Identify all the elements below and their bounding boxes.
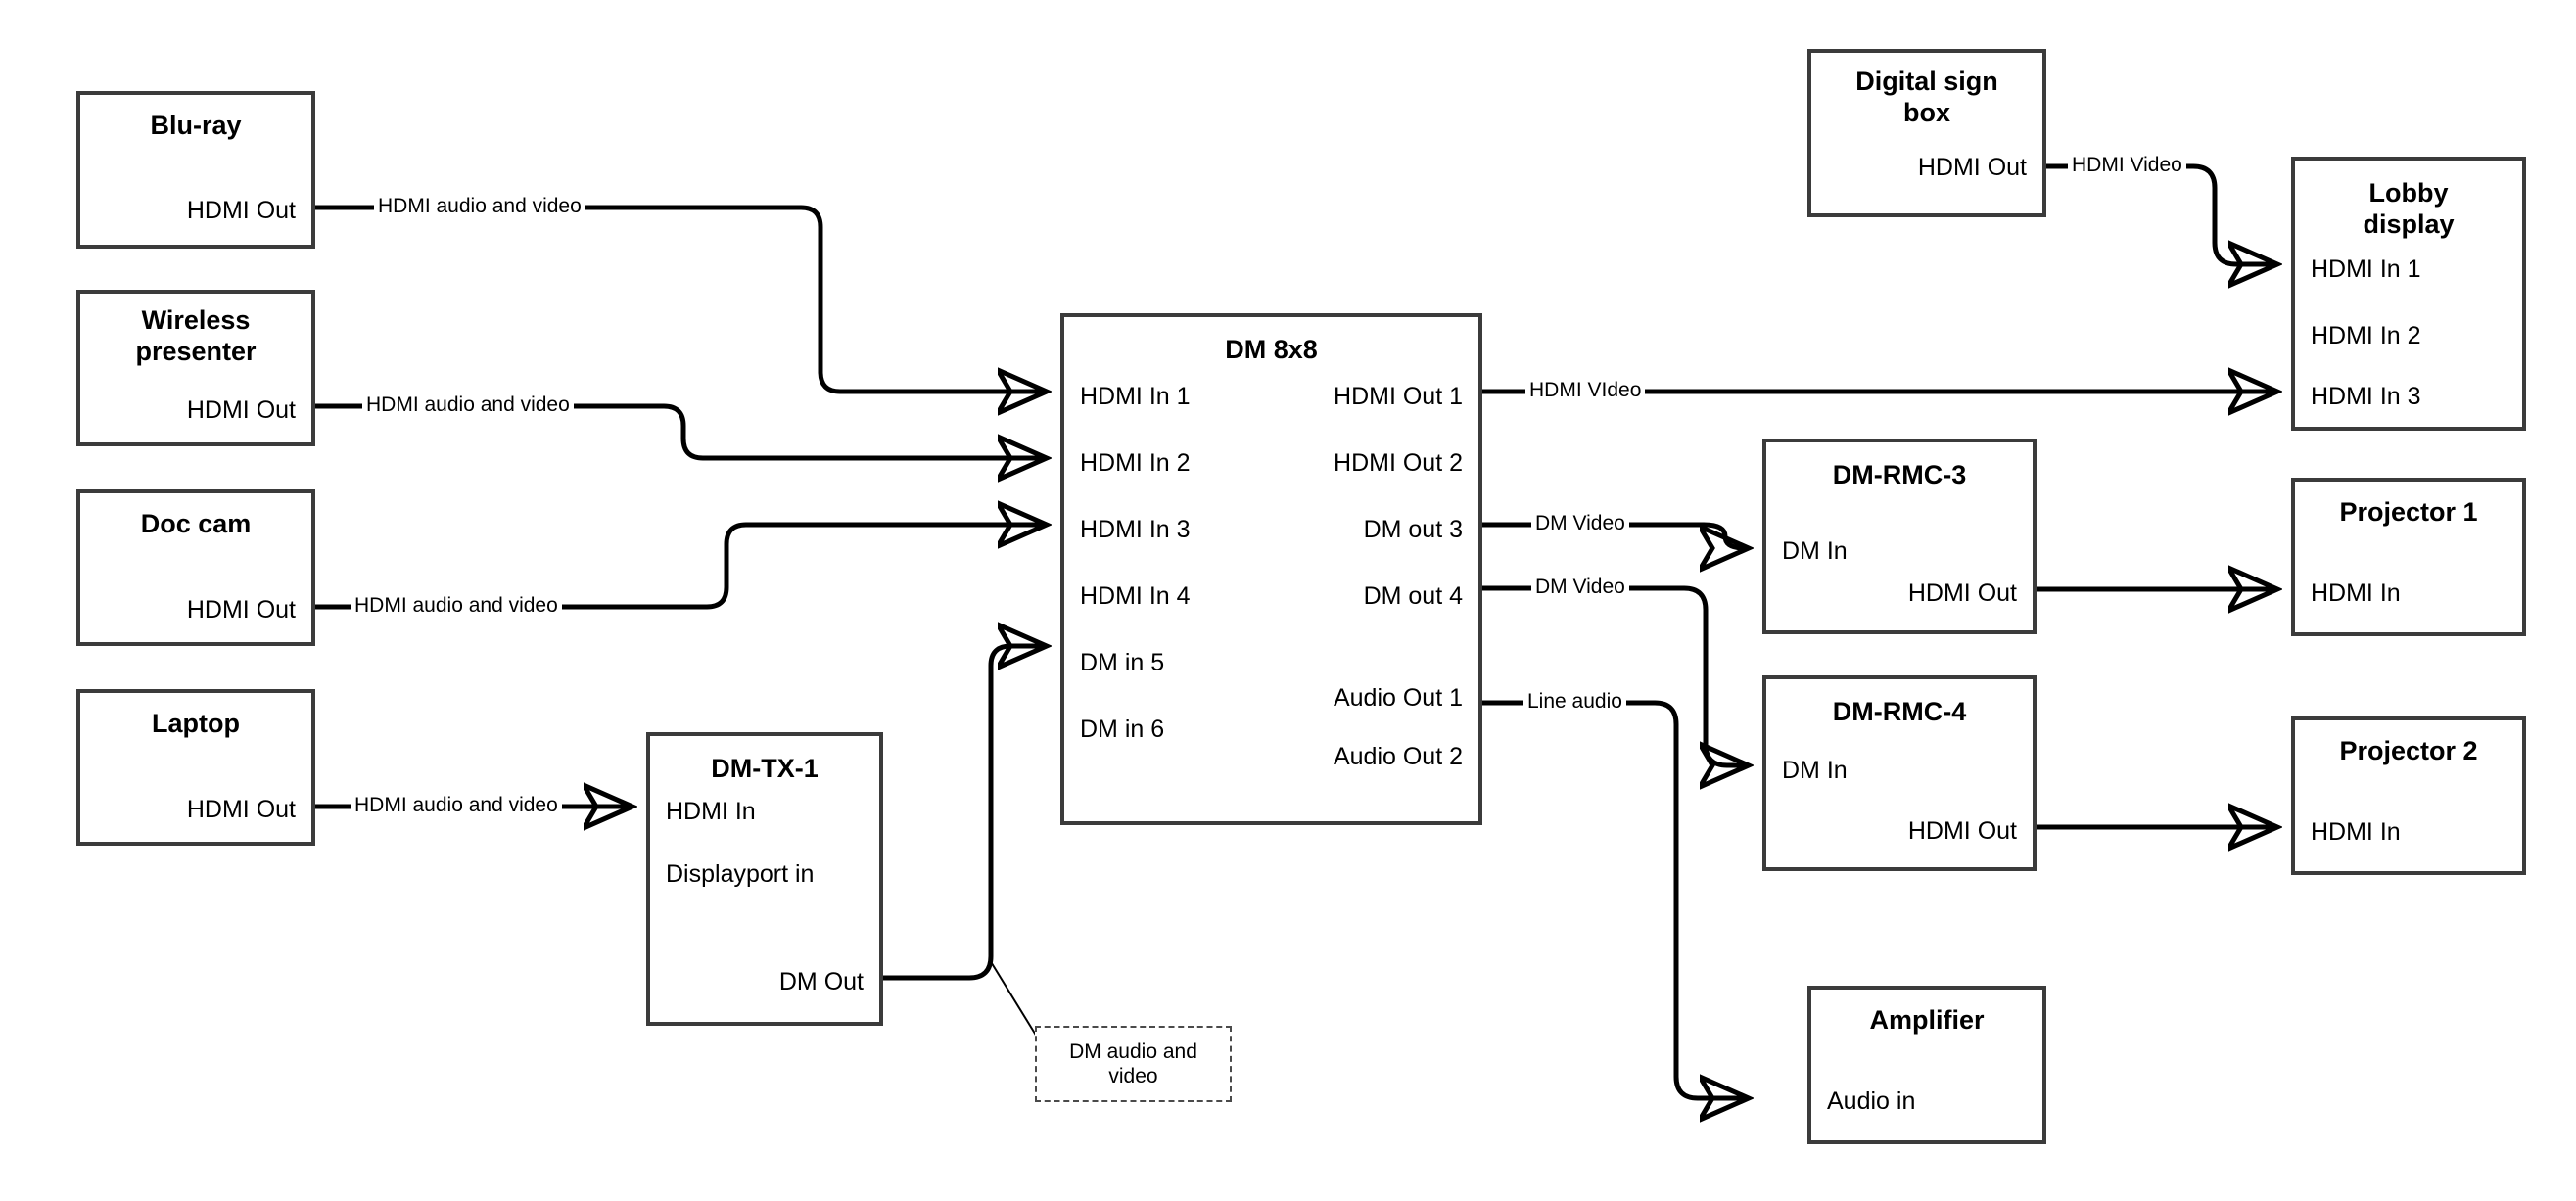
edge-label-dmout4-rmc4: DM Video	[1531, 576, 1629, 599]
node-dm-8x8-port-hdmi-in-4[interactable]: HDMI In 4	[1080, 582, 1191, 610]
node-lobby-display[interactable]: Lobby display HDMI In 1 HDMI In 2 HDMI I…	[2291, 157, 2526, 431]
callout-leader-line	[989, 959, 1041, 1042]
node-dm-rmc-3-port-dm-in[interactable]: DM In	[1782, 537, 1848, 565]
edge-label-audioout1-amplifier: Line audio	[1523, 690, 1626, 714]
node-digital-sign-box[interactable]: Digital sign box HDMI Out	[1807, 49, 2046, 217]
node-projector-1[interactable]: Projector 1 HDMI In	[2291, 478, 2526, 636]
node-wireless-presenter-port-hdmi-out[interactable]: HDMI Out	[186, 396, 296, 424]
node-dm-rmc-3-title: DM-RMC-3	[1832, 460, 1967, 489]
node-dm-tx-1-port-dm-out[interactable]: DM Out	[778, 968, 864, 995]
node-lobby-display-port-hdmi-in-3[interactable]: HDMI In 3	[2311, 383, 2421, 410]
node-dm-rmc-3[interactable]: DM-RMC-3 DM In HDMI Out	[1762, 439, 2037, 634]
node-dm-rmc-3-port-hdmi-out[interactable]: HDMI Out	[1907, 579, 2017, 607]
node-dm-8x8[interactable]: DM 8x8 HDMI In 1 HDMI In 2 HDMI In 3 HDM…	[1060, 313, 1482, 825]
node-wireless-presenter[interactable]: Wireless presenter HDMI Out	[76, 290, 315, 446]
node-dm-8x8-port-dm-out-3[interactable]: DM out 3	[1363, 516, 1463, 543]
node-amplifier-title: Amplifier	[1869, 1005, 1985, 1035]
node-lobby-display-port-hdmi-in-1[interactable]: HDMI In 1	[2311, 255, 2421, 283]
node-projector-1-title: Projector 1	[2339, 497, 2478, 527]
edge-label-wireless-dm8x8: HDMI audio and video	[362, 393, 574, 417]
node-blu-ray-title: Blu-ray	[150, 111, 242, 140]
node-dm-rmc-4-port-hdmi-out[interactable]: HDMI Out	[1907, 817, 2017, 845]
node-dm-tx-1-port-hdmi-in[interactable]: HDMI In	[666, 798, 756, 825]
node-amplifier[interactable]: Amplifier Audio in	[1807, 986, 2046, 1144]
node-laptop-title: Laptop	[152, 709, 240, 738]
node-dm-rmc-4-port-dm-in[interactable]: DM In	[1782, 757, 1848, 784]
node-dm-8x8-port-hdmi-out-2[interactable]: HDMI Out 2	[1334, 449, 1463, 477]
node-dm-8x8-port-hdmi-out-1[interactable]: HDMI Out 1	[1334, 383, 1463, 410]
node-doc-cam[interactable]: Doc cam HDMI Out	[76, 489, 315, 646]
node-projector-2[interactable]: Projector 2 HDMI In	[2291, 716, 2526, 875]
node-dm-rmc-4[interactable]: DM-RMC-4 DM In HDMI Out	[1762, 675, 2037, 871]
node-dm-8x8-port-hdmi-in-2[interactable]: HDMI In 2	[1080, 449, 1191, 477]
node-dm-8x8-port-hdmi-in-3[interactable]: HDMI In 3	[1080, 516, 1191, 543]
node-amplifier-port-audio-in[interactable]: Audio in	[1827, 1087, 1916, 1115]
node-dm-rmc-4-title: DM-RMC-4	[1832, 697, 1967, 726]
node-dm-8x8-port-hdmi-in-1[interactable]: HDMI In 1	[1080, 383, 1191, 410]
node-laptop-port-hdmi-out[interactable]: HDMI Out	[186, 796, 296, 823]
node-projector-1-port-hdmi-in[interactable]: HDMI In	[2311, 579, 2401, 607]
wire-dm-out-4-rmc4	[1482, 585, 1745, 765]
edge-label-hdmiout1-lobby: HDMI VIdeo	[1525, 379, 1646, 402]
node-dm-8x8-port-dm-in-5[interactable]: DM in 5	[1080, 649, 1165, 676]
node-wireless-presenter-title-line2: presenter	[135, 337, 257, 366]
node-wireless-presenter-title-line1: Wireless	[141, 305, 251, 335]
wire-dmtx1-dm-in-5	[883, 646, 1043, 981]
node-digital-sign-box-title-line2: box	[1902, 98, 1950, 127]
edge-label-sign-lobby: HDMI Video	[2068, 154, 2186, 177]
node-laptop[interactable]: Laptop HDMI Out	[76, 689, 315, 846]
wire-bluray-hdmi-in-1	[315, 205, 1043, 392]
node-doc-cam-port-hdmi-out[interactable]: HDMI Out	[186, 596, 296, 624]
edge-label-dmout3-rmc3: DM Video	[1531, 512, 1629, 535]
node-projector-2-title: Projector 2	[2339, 736, 2478, 765]
wire-sign-lobby-hdmi-in-1	[2046, 163, 2273, 264]
node-dm-tx-1[interactable]: DM-TX-1 HDMI In Displayport in DM Out	[646, 732, 883, 1026]
node-projector-2-port-hdmi-in[interactable]: HDMI In	[2311, 818, 2401, 846]
edge-label-bluray-dm8x8: HDMI audio and video	[374, 195, 585, 218]
node-lobby-display-port-hdmi-in-2[interactable]: HDMI In 2	[2311, 322, 2421, 349]
node-lobby-display-title-line1: Lobby	[2368, 178, 2449, 208]
node-digital-sign-box-title-line1: Digital sign	[1855, 67, 1998, 96]
node-dm-8x8-port-dm-out-4[interactable]: DM out 4	[1363, 582, 1463, 610]
node-dm-8x8-port-audio-out-1[interactable]: Audio Out 1	[1333, 684, 1463, 712]
node-doc-cam-title: Doc cam	[140, 509, 252, 538]
node-lobby-display-title-line2: display	[2363, 209, 2455, 239]
node-dm-8x8-title: DM 8x8	[1225, 335, 1318, 364]
edge-label-laptop-dmtx1: HDMI audio and video	[351, 794, 562, 817]
callout-line2: video	[1108, 1065, 1158, 1087]
node-dm-tx-1-port-displayport-in[interactable]: Displayport in	[666, 860, 815, 888]
node-dm-tx-1-title: DM-TX-1	[711, 754, 819, 783]
wire-audio-out-1-amplifier	[1482, 700, 1745, 1098]
node-digital-sign-box-port-hdmi-out[interactable]: HDMI Out	[1917, 154, 2027, 181]
callout-line1: DM audio and	[1069, 1039, 1197, 1063]
node-blu-ray-port-hdmi-out[interactable]: HDMI Out	[186, 197, 296, 224]
callout-dm-audio-and-video: DM audio and video	[1035, 1026, 1232, 1102]
node-blu-ray[interactable]: Blu-ray HDMI Out	[76, 91, 315, 249]
node-dm-8x8-port-dm-in-6[interactable]: DM in 6	[1080, 716, 1165, 743]
edge-label-doccam-dm8x8: HDMI audio and video	[351, 594, 562, 618]
node-dm-8x8-port-audio-out-2[interactable]: Audio Out 2	[1333, 743, 1463, 770]
